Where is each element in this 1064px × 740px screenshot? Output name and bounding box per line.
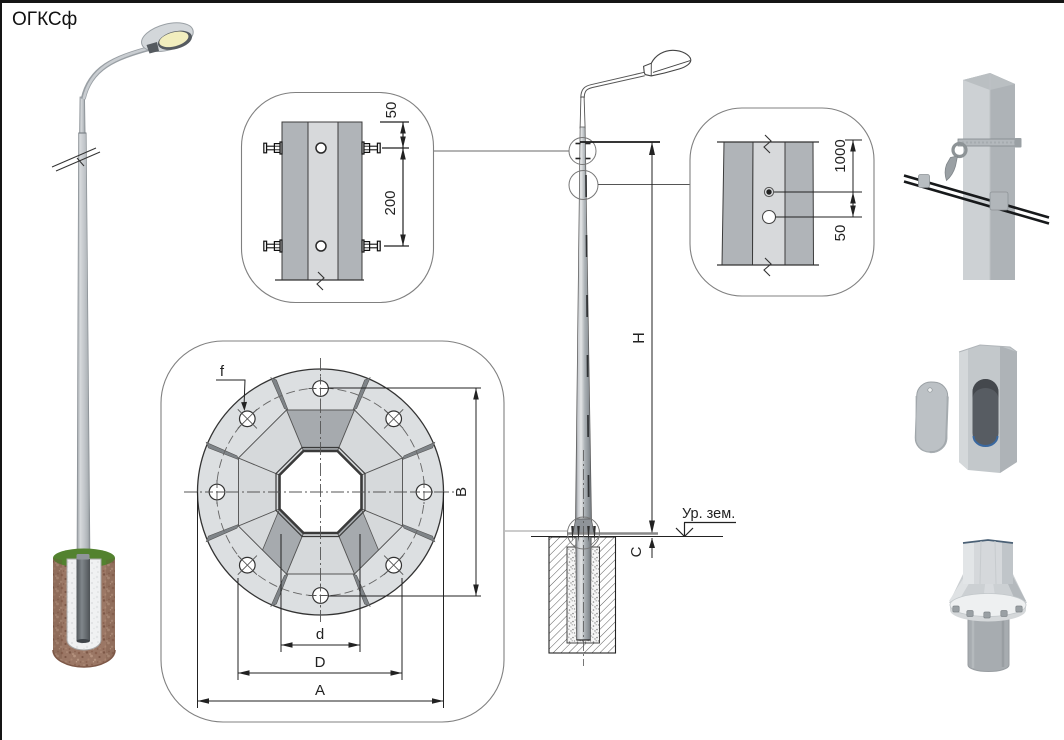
- svg-text:D: D: [315, 654, 326, 671]
- svg-text:A: A: [315, 682, 325, 699]
- svg-text:50: 50: [832, 225, 849, 242]
- svg-text:B: B: [453, 487, 470, 497]
- svg-text:d: d: [316, 626, 324, 643]
- svg-text:1000: 1000: [832, 139, 849, 172]
- svg-text:200: 200: [382, 190, 399, 215]
- svg-text:50: 50: [383, 102, 400, 119]
- svg-text:H: H: [631, 332, 648, 344]
- svg-text:C: C: [628, 546, 645, 557]
- svg-text:Ур. зем.: Ур. зем.: [682, 506, 735, 522]
- svg-text:f: f: [220, 363, 225, 380]
- svg-text:ОГКСф: ОГКСф: [12, 9, 77, 30]
